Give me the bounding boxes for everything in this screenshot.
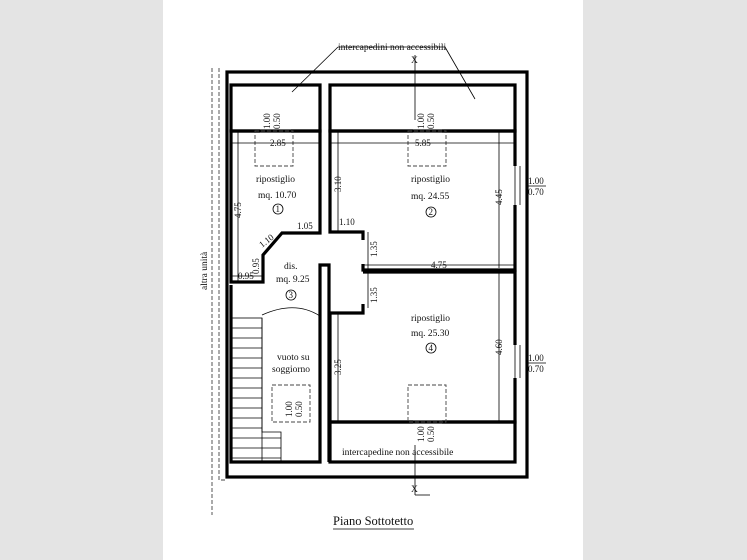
bottom-note: intercapedine non accessibile xyxy=(342,448,453,458)
svg-text:1.00: 1.00 xyxy=(284,401,294,417)
room-number: 4 xyxy=(429,343,434,353)
svg-text:1.00: 1.00 xyxy=(416,113,426,129)
svg-text:1.00: 1.00 xyxy=(528,353,544,363)
svg-text:1.35: 1.35 xyxy=(369,241,379,257)
svg-text:4.75: 4.75 xyxy=(431,260,447,270)
void-label-2: soggiorno xyxy=(272,365,310,375)
svg-text:1.10: 1.10 xyxy=(339,217,355,227)
section-mark-top: X xyxy=(411,56,418,66)
staircase xyxy=(231,317,282,463)
room-name: ripostiglio xyxy=(411,175,450,185)
dimension-lines xyxy=(231,46,515,496)
room-area: mq. 9.25 xyxy=(276,275,310,285)
room-name: ripostiglio xyxy=(256,175,295,185)
svg-text:1.05: 1.05 xyxy=(297,221,313,231)
room-number: 3 xyxy=(289,290,294,300)
room-2: ripostiglio mq. 24.55 2 xyxy=(411,175,450,218)
svg-text:0.95: 0.95 xyxy=(251,258,261,274)
void-label-1: vuoto su xyxy=(277,353,310,363)
svg-text:0.95: 0.95 xyxy=(238,271,254,281)
room-area: mq. 25.30 xyxy=(411,329,450,339)
svg-text:5.85: 5.85 xyxy=(415,138,431,148)
room-number: 2 xyxy=(429,207,434,217)
svg-text:1.00: 1.00 xyxy=(528,176,544,186)
room-name: ripostiglio xyxy=(411,314,450,324)
svg-text:1.00: 1.00 xyxy=(262,113,272,129)
walls xyxy=(225,70,529,479)
dimension-labels: 2.85 5.85 4.75 3.10 4.45 1.10 1.05 1.10 … xyxy=(233,138,504,375)
svg-text:1.35: 1.35 xyxy=(369,287,379,303)
skylight-labels: 1.00 0.50 1.00 0.50 1.00 0.50 1.00 0.50 xyxy=(262,113,436,442)
plan-title: Piano Sottotetto xyxy=(333,514,413,528)
svg-text:1.10: 1.10 xyxy=(257,232,276,250)
svg-text:3.10: 3.10 xyxy=(333,176,343,192)
svg-text:1.00: 1.00 xyxy=(416,426,426,442)
top-note: intercapedini non accessibili xyxy=(338,43,447,53)
room-4: ripostiglio mq. 25.30 4 xyxy=(411,314,450,354)
svg-text:4.75: 4.75 xyxy=(233,202,243,218)
svg-text:4.45: 4.45 xyxy=(494,189,504,205)
room-number: 1 xyxy=(276,204,281,214)
svg-text:0.50: 0.50 xyxy=(272,113,282,129)
side-label: altra unità xyxy=(200,251,210,290)
svg-text:0.50: 0.50 xyxy=(426,426,436,442)
svg-text:2.85: 2.85 xyxy=(270,138,286,148)
section-mark-bottom: X xyxy=(411,485,418,495)
svg-text:0.50: 0.50 xyxy=(294,401,304,417)
room-3: dis. mq. 9.25 3 xyxy=(276,262,310,301)
room-name: dis. xyxy=(284,262,297,272)
room-area: mq. 10.70 xyxy=(258,191,297,201)
room-1: ripostiglio mq. 10.70 1 xyxy=(256,175,297,215)
svg-text:0.70: 0.70 xyxy=(528,187,544,197)
svg-text:4.60: 4.60 xyxy=(494,339,504,355)
svg-text:3.25: 3.25 xyxy=(333,359,343,375)
room-area: mq. 24.55 xyxy=(411,192,450,202)
drawing-sheet xyxy=(163,0,583,560)
svg-text:0.70: 0.70 xyxy=(528,364,544,374)
window-labels: 1.00 0.70 1.00 0.70 xyxy=(528,176,546,374)
svg-text:0.50: 0.50 xyxy=(426,113,436,129)
